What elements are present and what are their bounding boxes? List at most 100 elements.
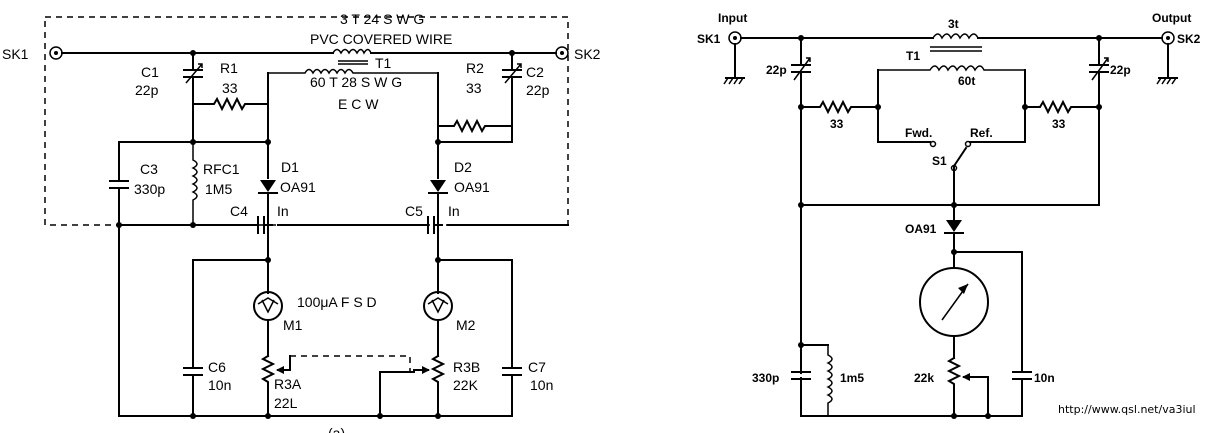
c1-trimmer	[183, 50, 203, 143]
c3-capacitor	[109, 141, 129, 417]
r3a-value: 22L	[274, 395, 298, 411]
c7-capacitor	[502, 259, 522, 417]
gang-link	[290, 355, 411, 372]
c3-value: 330p	[134, 181, 165, 197]
secondary-coil-r	[878, 65, 1025, 72]
turns-label: 3t	[948, 17, 959, 31]
core-lines-r	[930, 46, 982, 52]
cap-330p-label: 330p	[752, 371, 779, 385]
c1-label: C1	[141, 64, 159, 80]
c4-label: C4	[230, 203, 248, 219]
c6-value: 10n	[208, 377, 231, 393]
wire-turns-label: 3 T 24 S W G	[340, 11, 424, 27]
output-connector	[1156, 31, 1178, 85]
pot-r	[946, 356, 989, 417]
secondary-coil	[268, 68, 438, 75]
sk2-label: SK2	[574, 46, 601, 62]
d1-diode	[258, 180, 278, 214]
r1-value: 33	[222, 80, 238, 96]
c3-label: C3	[140, 161, 158, 177]
c4-value: In	[277, 203, 289, 219]
s1-label: S1	[932, 154, 947, 168]
trimmer-right-r	[1089, 37, 1109, 206]
r2-value: 33	[466, 80, 482, 96]
c2-value: 22p	[526, 82, 550, 98]
m2-label: M2	[456, 317, 476, 333]
r1-resistor	[192, 96, 269, 112]
t1-core-lines	[338, 60, 368, 65]
meter-spec-label: 100μA F S D	[297, 294, 377, 310]
c5-label: C5	[405, 203, 423, 219]
input-label: Input	[718, 11, 747, 25]
primary-coil-r	[932, 33, 979, 40]
sk1-label: SK1	[2, 46, 29, 62]
watermark-url: http://www.qsl.net/va3iul	[1058, 403, 1196, 416]
resistor-right-r	[1024, 99, 1100, 115]
c7-label: C7	[528, 359, 546, 375]
choke-r	[826, 345, 833, 416]
cap-10n-r	[1012, 371, 1032, 417]
r3a-label: R3A	[274, 376, 302, 392]
choke-label: 1m5	[840, 371, 864, 385]
res-right-label: 33	[1052, 117, 1066, 131]
ref-arm	[969, 69, 1026, 143]
rfc1-value: 1M5	[205, 181, 232, 197]
sk2-connector	[555, 46, 569, 60]
c2-trimmer	[502, 50, 522, 143]
r2-label: R2	[466, 60, 484, 76]
sec-turns-label: 60t	[958, 74, 975, 88]
wire-type-label: PVC COVERED WIRE	[310, 31, 452, 47]
r3b-value: 22K	[453, 377, 479, 393]
rfc1-label: RFC1	[203, 161, 240, 177]
d1-label: D1	[281, 159, 299, 175]
diode-label: OA91	[905, 222, 937, 236]
sk1-connector	[49, 46, 63, 60]
t1-label: T1	[375, 55, 392, 71]
figure-label: (a)	[328, 425, 345, 433]
m2-meter	[423, 291, 453, 321]
t1-label-r: T1	[906, 49, 920, 63]
d1-value: OA91	[280, 179, 316, 195]
ref-label: Ref.	[970, 126, 993, 140]
m1-label: M1	[283, 317, 303, 333]
r2-resistor	[437, 118, 513, 134]
r3a-pot	[260, 354, 291, 417]
ecw-label: E C W	[338, 96, 379, 112]
c2-label: C2	[526, 64, 544, 80]
resistor-left-r	[800, 99, 879, 115]
sk2-label-r: SK2	[1177, 32, 1201, 46]
sk1-label-r: SK1	[697, 32, 721, 46]
switch-blade	[953, 146, 968, 206]
trimmer-left-r	[791, 37, 811, 417]
r3b-pot	[379, 354, 446, 417]
pot-label: 22k	[914, 371, 934, 385]
fwd-arm	[877, 69, 931, 143]
cap-right-label: 22p	[1110, 63, 1131, 77]
cap-330p-r	[791, 371, 811, 380]
output-label: Output	[1152, 11, 1191, 25]
res-left-label: 33	[830, 117, 844, 131]
meter-r	[919, 267, 989, 337]
rfc1-choke	[191, 142, 198, 225]
c6-capacitor	[183, 259, 203, 417]
d2-diode	[428, 180, 448, 214]
input-connector	[723, 31, 745, 85]
d2-value: OA91	[454, 179, 490, 195]
winding-label: 60 T 28 S W G	[310, 74, 402, 90]
fwd-label: Fwd.	[905, 126, 932, 140]
right-schematic: Input SK1 Output SK2 3t T1 60t 22p 22p 3…	[697, 11, 1201, 419]
r3b-label: R3B	[453, 359, 480, 375]
c5-value: In	[448, 203, 460, 219]
meter-lower-wires	[267, 319, 439, 357]
primary-coil	[332, 48, 372, 55]
c6-label: C6	[208, 359, 226, 375]
cap-10n-label: 10n	[1034, 371, 1055, 385]
c5-capacitor	[427, 216, 443, 234]
d2-label: D2	[454, 159, 472, 175]
meter-box-wires	[192, 212, 513, 294]
diode-r	[944, 204, 964, 269]
c1-value: 22p	[135, 82, 159, 98]
cap-left-label: 22p	[766, 63, 787, 77]
m1-meter	[253, 291, 283, 321]
